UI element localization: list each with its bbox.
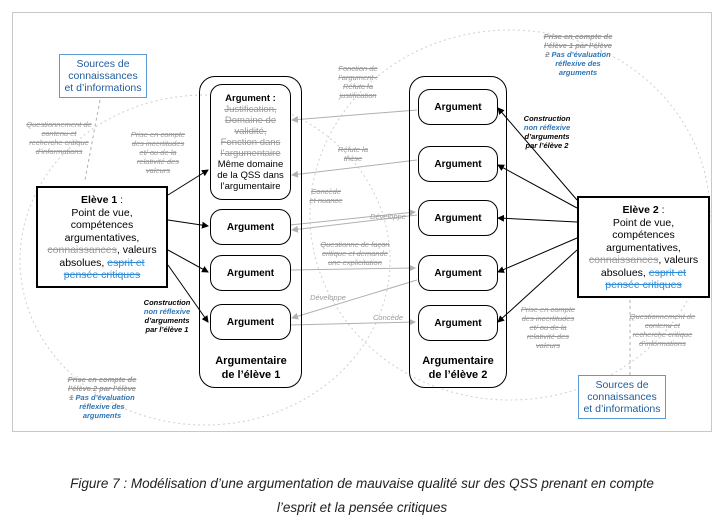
note-bottom-left: Prise en compte de l’élève 2 par l’élève… — [67, 375, 137, 420]
argument-e2-4: Argument — [418, 255, 498, 291]
figure-caption-line1: Figure 7 : Modélisation d’une argumentat… — [70, 476, 654, 491]
arrow-e1-a2 — [167, 219, 209, 229]
src-r-line3: et d’informations — [583, 403, 661, 415]
argument-detailed: Argument : Justification, Domaine de val… — [210, 84, 291, 200]
argumentaire-eleve-2 — [409, 76, 507, 388]
grey-arrow-2 — [291, 159, 418, 178]
argument-e2-2: Argument — [418, 146, 498, 182]
arrow-e2-a5 — [497, 249, 578, 323]
note-concede-2: Concède — [372, 313, 404, 322]
sources-box-left: Sources de connaissances et d’informatio… — [59, 54, 147, 98]
note-developpe-1: Développe — [370, 212, 406, 221]
argument-e1-2: Argument — [210, 209, 291, 245]
note-top-right: Prise en compte de l’élève 1 par l’élève… — [543, 32, 613, 77]
grey-arrow-3 — [291, 214, 418, 233]
eleve-2-box: Elève 2 : Point de vue, compétences argu… — [577, 196, 710, 298]
arrow-e2-a1 — [497, 107, 578, 201]
grey-arrow-4 — [289, 209, 416, 226]
source-left-link — [84, 99, 101, 181]
src-l-line1: Sources de — [76, 58, 130, 70]
figure-caption-line2: l’esprit et la pensée critiques — [276, 500, 448, 515]
argument-e1-4: Argument — [210, 304, 291, 340]
arrow-e2-a2 — [497, 164, 578, 209]
src-r-line1: Sources de — [595, 379, 649, 391]
arrow-e2-a3 — [497, 214, 578, 223]
arrow-e1-a1 — [167, 169, 209, 196]
dotted-ellipse-left — [19, 94, 391, 426]
arrow-e1-a3 — [167, 249, 209, 273]
argument-e2-1: Argument — [418, 89, 498, 125]
note-developpe-2: Développe — [310, 293, 346, 302]
argument-detailed-title: Argument : — [225, 92, 276, 104]
eleve-1-box: Elève 1 : Point de vue, compétences argu… — [36, 186, 168, 288]
src-l-line3: et d’informations — [64, 82, 142, 94]
src-l-line2: connaissances — [68, 70, 138, 82]
grey-arrow-5 — [289, 264, 416, 272]
argument-e1-3: Argument — [210, 255, 291, 291]
argument-e2-3: Argument — [418, 200, 498, 236]
eleve-2-title: Elève 2 — [622, 204, 659, 216]
sources-box-right: Sources de connaissances et d’informatio… — [578, 375, 666, 419]
argumentaire-eleve-1 — [199, 76, 302, 388]
grey-arrow-6 — [291, 279, 418, 320]
arrow-e2-a4 — [497, 237, 578, 273]
grey-arrow-1 — [291, 109, 418, 124]
grey-arrow-7 — [289, 318, 416, 326]
arrow-e1-a4 — [167, 264, 209, 323]
figure-frame — [12, 12, 712, 432]
argument-e2-5: Argument — [418, 305, 498, 341]
eleve-1-title: Elève 1 — [80, 194, 118, 206]
src-r-line2: connaissances — [587, 391, 657, 403]
dotted-ellipse-right — [309, 29, 711, 401]
